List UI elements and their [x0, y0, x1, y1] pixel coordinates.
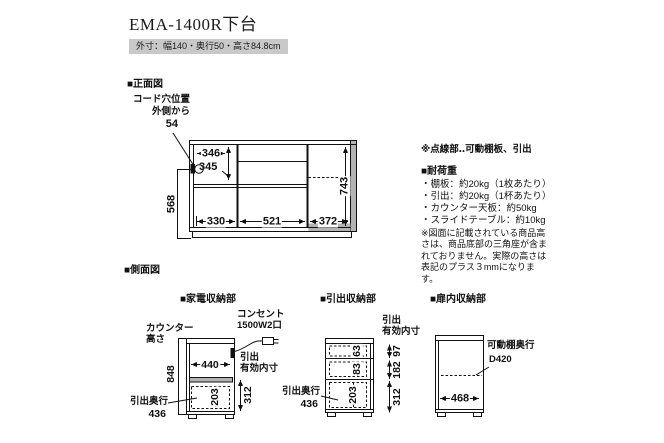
sv1-drawer-depth-label: 引出奥行	[129, 396, 168, 407]
load-item-slide-table: ・スライドテーブル：約10kg	[421, 215, 546, 226]
side-view-drawers-drawing	[320, 338, 392, 417]
height-disclaimer-note: ※図面に記載されている商品高さは、商品底部の三角座が含まれておりません。実際の高…	[421, 228, 548, 284]
dim-opening-height-345: 345	[199, 161, 218, 173]
load-item-shelf: ・棚板：約20kg（1枚あたり）	[421, 179, 552, 190]
dim-sv2-83: 83	[350, 362, 363, 376]
page-title: EMA-1400R下台	[129, 15, 258, 34]
front-view-drawing	[172, 132, 357, 239]
door-bay-heading: ■扉内収納部	[430, 294, 487, 305]
dim-sv3-468: 468	[449, 392, 471, 405]
dim-left-height-568: 568	[165, 194, 178, 214]
dim-bottom-372: 372	[317, 215, 339, 228]
dim-sv2-203: 203	[346, 385, 359, 405]
sv2-drawer-inner-label-line2: 有効内寸	[382, 326, 421, 337]
dim-bottom-521: 521	[261, 215, 283, 228]
dim-sv2-436: 436	[300, 398, 318, 410]
dim-sv1-436: 436	[148, 408, 166, 420]
counter-height-label-line2: 高さ	[146, 334, 166, 345]
outer-dimensions-badge: 外寸：幅140・奥行50・高さ84.8cm	[129, 39, 288, 54]
appliance-bay-heading: ■家電収納部	[180, 294, 237, 305]
dim-opening-width-346: 346	[200, 147, 222, 160]
cord-hole-label-line1: コード穴位置	[132, 94, 190, 105]
outlet-label-line2: 1500W2口	[237, 320, 282, 331]
sv2-drawer-depth-label: 引出奥行	[281, 386, 320, 397]
dim-bottom-330: 330	[205, 215, 227, 228]
dim-cord-hole-54: 54	[165, 118, 178, 130]
side-view-heading: ■側面図	[124, 265, 161, 276]
dim-sv2-182: 182	[390, 361, 403, 379]
load-item-counter: ・カウンター天板：約50kg	[421, 203, 537, 214]
movable-shelf-depth-label: 可動棚奥行	[487, 340, 535, 351]
movable-shelf-depth-value: D420	[489, 354, 512, 365]
dim-sv1-312: 312	[241, 386, 254, 404]
dim-inner-height-743: 743	[338, 175, 351, 197]
load-capacity-heading: ■耐荷重	[421, 166, 458, 177]
outlet-label-line1: コンセント	[237, 309, 285, 320]
dim-sv1-440: 440	[200, 358, 220, 371]
dim-sv2-97: 97	[390, 345, 403, 357]
front-view-heading: ■正面図	[127, 79, 164, 90]
dim-sv2-312: 312	[390, 388, 403, 406]
drawer-bay-heading: ■引出収納部	[320, 294, 377, 305]
sv1-drawer-inner-label-line2: 有効内寸	[240, 363, 279, 374]
counter-height-label-line1: カウンター	[146, 323, 194, 334]
dim-sv1-203: 203	[208, 387, 221, 407]
sv1-drawer-inner-label-line1: 引出	[240, 352, 260, 363]
sv2-drawer-inner-label-line1: 引出	[382, 315, 402, 326]
dim-sv2-63: 63	[350, 344, 363, 358]
load-item-drawer: ・引出：約20kg（1杯あたり）	[421, 191, 552, 202]
dotted-line-note: ※点線部‥可動棚板、引出	[421, 144, 532, 155]
dim-sv1-848: 848	[164, 365, 177, 383]
side-view-appliance-drawing	[167, 337, 279, 419]
cord-hole-label-line2: 外側から	[151, 106, 190, 117]
